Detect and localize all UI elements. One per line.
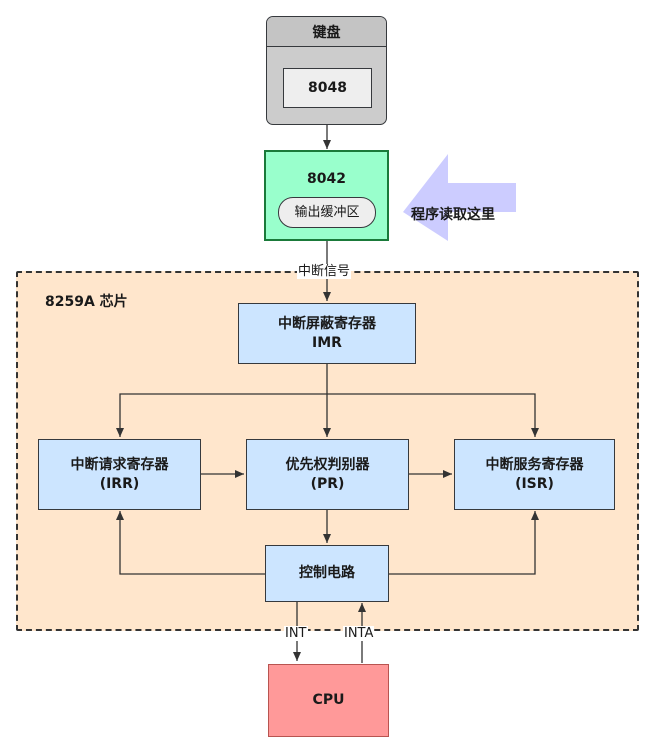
keyboard-header: 键盘 xyxy=(267,17,386,47)
cpu-box: CPU xyxy=(268,664,389,737)
irr-abbrev: (IRR) xyxy=(99,475,140,492)
output-buffer-label: 输出缓冲区 xyxy=(294,205,360,220)
int-label: INT xyxy=(284,626,308,641)
priority-resolver: 优先权判别器 (PR) xyxy=(246,439,409,510)
controller-8042-title: 8042 xyxy=(307,171,346,187)
isr-register: 中断服务寄存器 (ISR) xyxy=(454,439,615,510)
chip-8048: 8048 xyxy=(283,68,372,108)
imr-abbrev: IMR xyxy=(312,334,342,351)
control-circuit: 控制电路 xyxy=(265,545,389,602)
read-here-label: 程序读取这里 xyxy=(411,207,495,223)
imr-title: 中断屏蔽寄存器 xyxy=(278,315,376,332)
wire-imr-to-irr xyxy=(116,393,327,437)
irr-register: 中断请求寄存器 (IRR) xyxy=(38,439,201,510)
output-buffer: 输出缓冲区 xyxy=(278,197,376,228)
interrupt-signal-label: 中断信号 xyxy=(297,264,352,279)
wire-control-to-isr xyxy=(389,511,539,575)
read-here-arrow-shape xyxy=(403,154,516,241)
isr-title: 中断服务寄存器 xyxy=(485,456,584,473)
keyboard-title: 键盘 xyxy=(312,24,341,41)
wire-imr-to-isr xyxy=(327,393,539,437)
inta-label: INTA xyxy=(343,626,375,641)
pr-title: 优先权判别器 xyxy=(285,456,370,473)
chip-8048-label: 8048 xyxy=(308,79,347,96)
wire-control-to-irr xyxy=(116,511,265,575)
isr-abbrev: (ISR) xyxy=(515,475,554,492)
cpu-label: CPU xyxy=(312,692,345,708)
irr-title: 中断请求寄存器 xyxy=(70,456,169,473)
imr-register: 中断屏蔽寄存器 IMR xyxy=(238,303,416,364)
control-circuit-label: 控制电路 xyxy=(299,565,355,581)
pic-8259a-title: 8259A 芯片 xyxy=(45,294,128,310)
pr-abbrev: (PR) xyxy=(310,475,345,492)
